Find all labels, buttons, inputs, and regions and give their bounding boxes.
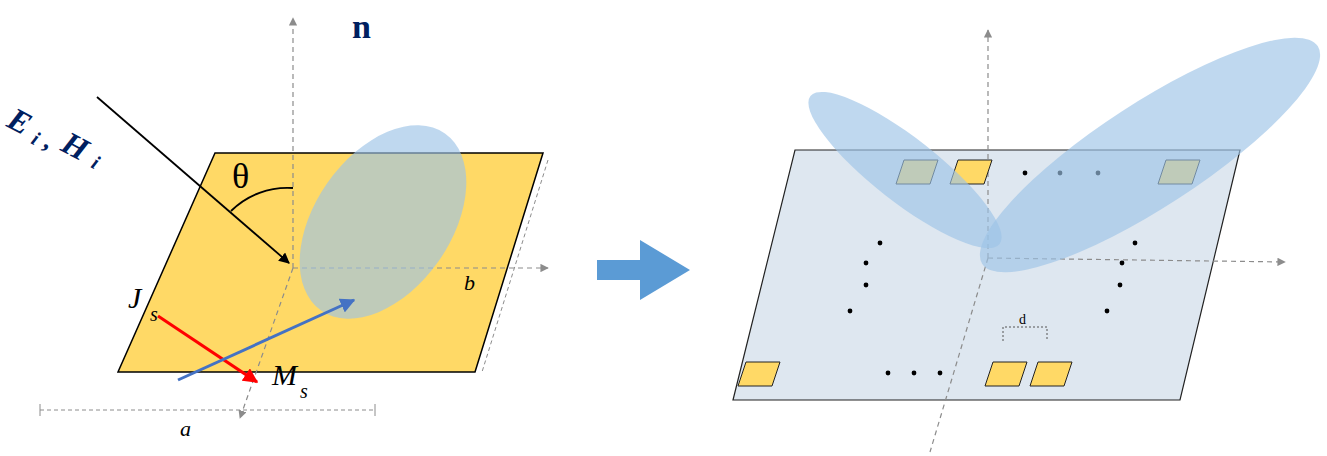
subscript: s: [150, 304, 158, 324]
beam-right: [954, 2, 1327, 307]
separator: ,: [40, 128, 58, 154]
transform-arrow: [597, 240, 690, 300]
normal-vector-label: n: [352, 10, 371, 44]
incident-ray: [97, 97, 289, 263]
dimension-label: a: [180, 418, 191, 440]
electric-current-arrow: [158, 316, 257, 382]
subscript: i: [89, 152, 103, 172]
field-label: E: [3, 102, 37, 140]
current-label: J: [128, 283, 141, 313]
scattered-beam: [265, 95, 500, 350]
subscript: i: [29, 128, 43, 148]
current-label: M: [272, 360, 297, 390]
angle-label: θ: [232, 158, 249, 194]
right-panel: [733, 2, 1327, 452]
left-panel: [40, 18, 548, 418]
subscript: s: [300, 381, 308, 401]
spacing-label: d: [1019, 313, 1026, 327]
spacing-bracket: [1003, 327, 1047, 341]
dimension-label: b: [464, 272, 475, 294]
magnetic-current-arrow: [178, 300, 354, 380]
field-label: H: [57, 126, 94, 166]
